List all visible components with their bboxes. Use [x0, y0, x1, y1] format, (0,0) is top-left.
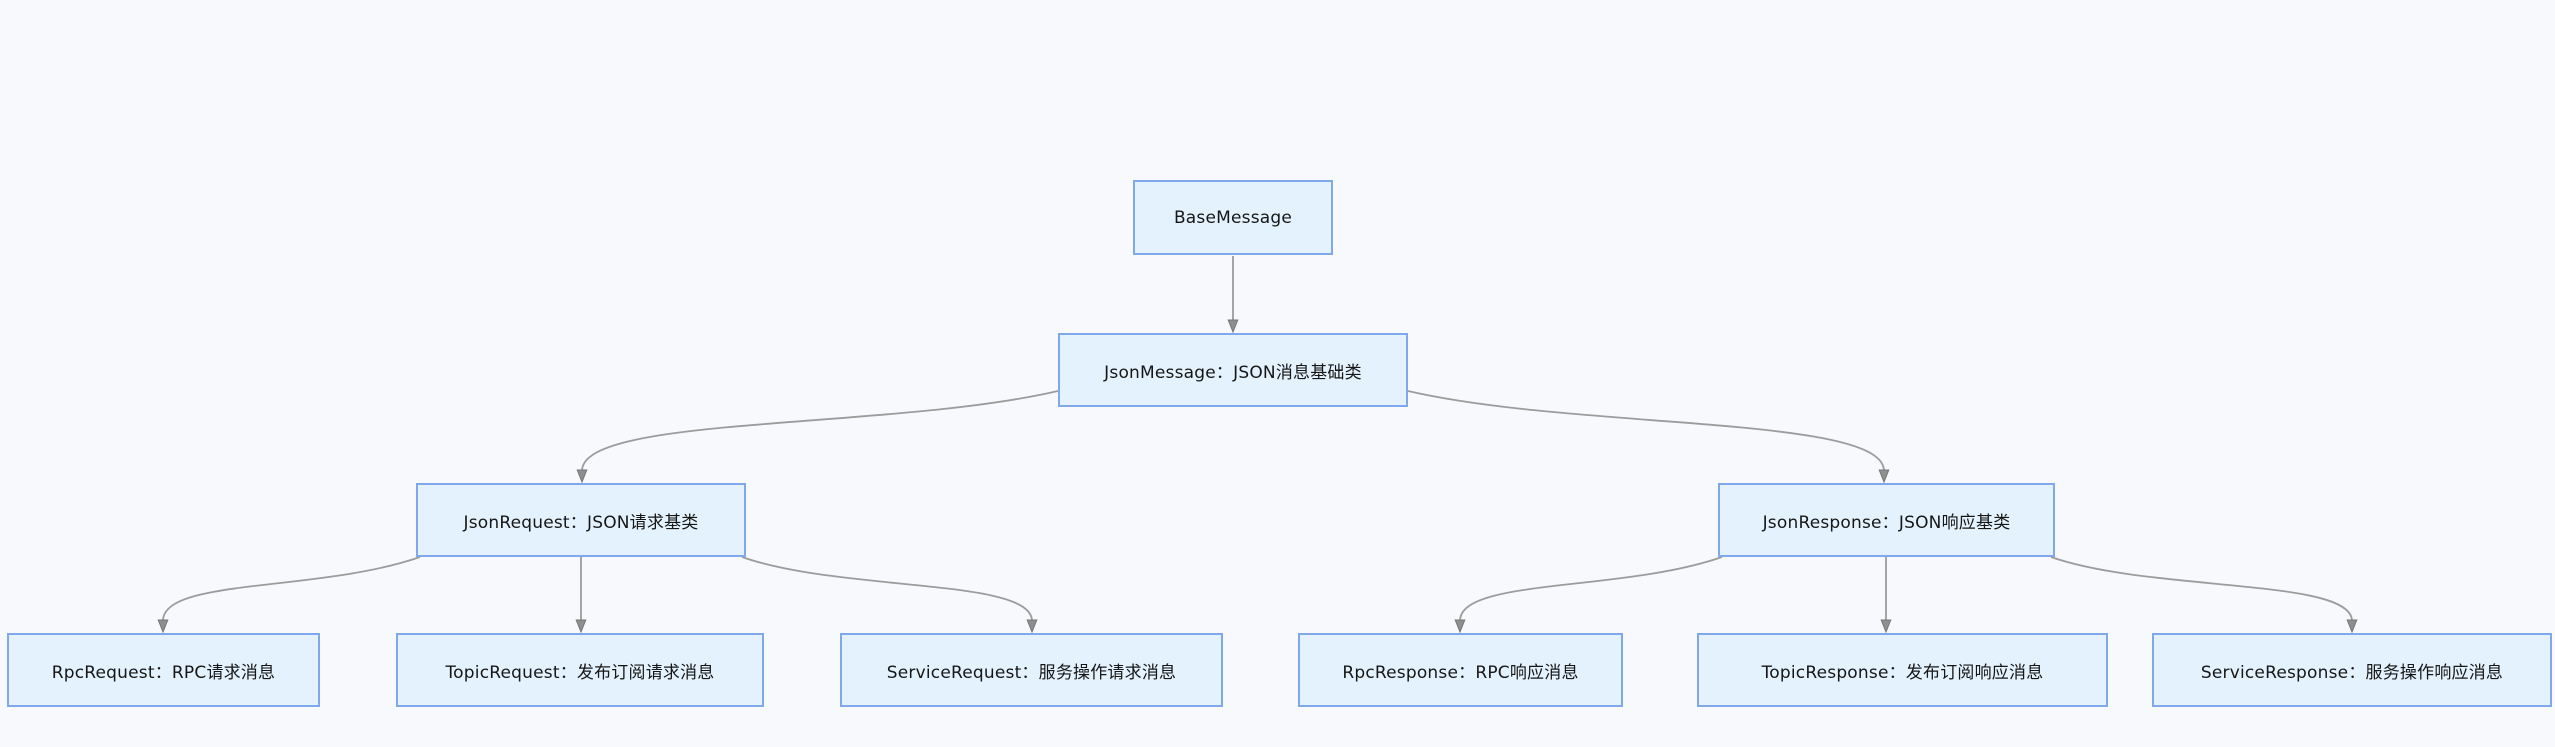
node-jsonmessage: JsonMessage：JSON消息基础类 — [1058, 333, 1408, 407]
edge-jsonmessage-jsonrequest — [576, 390, 1059, 484]
node-rpcrequest-label: RpcRequest：RPC请求消息 — [51, 662, 276, 683]
node-rpcresponse-label: RpcResponse：RPC响应消息 — [1342, 662, 1579, 683]
node-rpcrequest: RpcRequest：RPC请求消息 — [7, 633, 320, 707]
node-topicrequest-label: TopicRequest：发布订阅请求消息 — [445, 662, 715, 683]
edge-jsonrequest-servicerequest — [741, 556, 1038, 634]
node-jsonrequest: JsonRequest：JSON请求基类 — [416, 483, 746, 557]
node-jsonrequest-label: JsonRequest：JSON请求基类 — [463, 512, 699, 533]
node-topicresponse-label: TopicResponse：发布订阅响应消息 — [1761, 662, 2044, 683]
node-serviceresponse-label: ServiceResponse：服务操作响应消息 — [2200, 662, 2504, 683]
node-jsonresponse-label: JsonResponse：JSON响应基类 — [1762, 512, 2011, 533]
edge-jsonrequest-rpcrequest — [157, 556, 421, 634]
node-topicrequest: TopicRequest：发布订阅请求消息 — [396, 633, 764, 707]
edge-jsonmessage-jsonresponse — [1407, 390, 1890, 484]
node-topicresponse: TopicResponse：发布订阅响应消息 — [1697, 633, 2108, 707]
node-rpcresponse: RpcResponse：RPC响应消息 — [1298, 633, 1623, 707]
edge-jsonresponse-serviceresponse — [2050, 556, 2358, 634]
node-servicerequest-label: ServiceRequest：服务操作请求消息 — [886, 662, 1177, 683]
node-servicerequest: ServiceRequest：服务操作请求消息 — [840, 633, 1223, 707]
node-basemessage: BaseMessage — [1133, 180, 1333, 255]
node-jsonmessage-label: JsonMessage：JSON消息基础类 — [1104, 362, 1362, 383]
node-serviceresponse: ServiceResponse：服务操作响应消息 — [2152, 633, 2552, 707]
node-basemessage-label: BaseMessage — [1173, 207, 1293, 228]
edge-jsonresponse-rpcresponse — [1454, 556, 1723, 634]
node-jsonresponse: JsonResponse：JSON响应基类 — [1718, 483, 2055, 557]
